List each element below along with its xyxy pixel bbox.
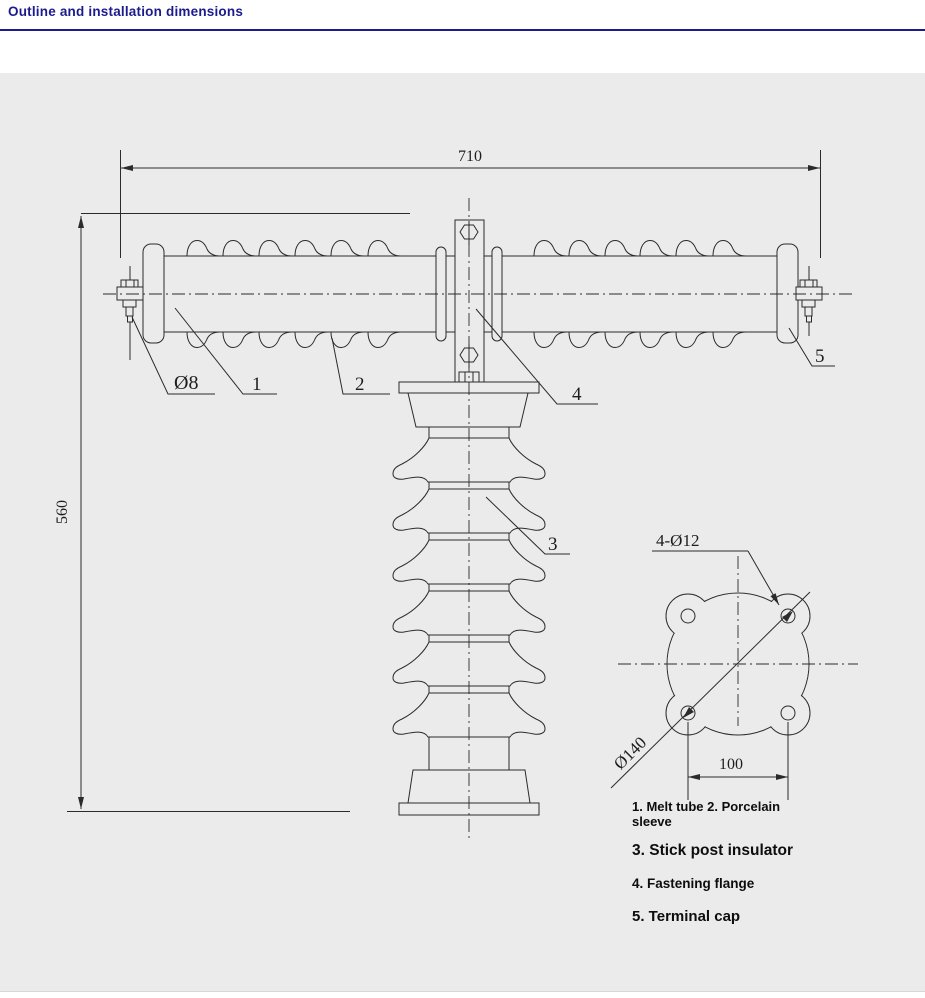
parts-legend: 1. Melt tube 2. Porcelain sleeve 3. Stic… — [632, 799, 812, 926]
dim-bolt-circle: Ø140 — [610, 733, 650, 773]
flange-hole — [680, 705, 696, 721]
legend-item-fastening-flange: 4. Fastening flange — [632, 875, 755, 891]
dim-560-value: 560 — [54, 500, 71, 524]
callout-1-melt-tube: 1 — [252, 374, 262, 395]
callout-2-porcelain-sleeve: 2 — [355, 374, 365, 395]
insulator-top-base — [407, 392, 529, 428]
terminal-cap-right — [776, 243, 799, 344]
bolt-circle-diagonal — [610, 591, 811, 789]
dim-710: 710 — [120, 148, 821, 258]
terminal-cap-left — [142, 243, 165, 344]
flange-detail-view: 4-Ø12 Ø140 100 — [610, 531, 858, 800]
dim-flange-holes: 4-Ø12 — [656, 531, 699, 550]
legend-item-terminal-cap: 5. Terminal cap — [632, 907, 741, 925]
dim-hole-spacing: 100 — [719, 756, 743, 773]
callouts: Ø8 1 2 3 4 5 — [131, 307, 835, 555]
title-underline — [0, 29, 925, 31]
callout-5-terminal-cap: 5 — [815, 346, 825, 367]
flange-hole — [780, 608, 796, 624]
dim-560: 560 — [54, 213, 410, 812]
fuse-tube-assembly — [116, 240, 823, 360]
flange-hole — [780, 705, 796, 721]
page-title: Outline and installation dimensions — [8, 4, 244, 19]
terminal-bolt-right — [795, 266, 823, 336]
legend-item-melt-tube-porcelain-sleeve: 1. Melt tube 2. Porcelain sleeve — [632, 799, 781, 830]
callout-3-post-insulator: 3 — [548, 534, 558, 555]
terminal-bolt-left — [116, 266, 144, 360]
label-bolt-diameter: Ø8 — [174, 372, 198, 394]
fastening-flange-bracket — [454, 219, 485, 383]
dim-710-value: 710 — [458, 148, 482, 165]
callout-4-fastening-flange: 4 — [572, 384, 582, 405]
legend-item-stick-post-insulator: 3. Stick post insulator — [632, 841, 794, 859]
flange-hole — [680, 608, 696, 624]
